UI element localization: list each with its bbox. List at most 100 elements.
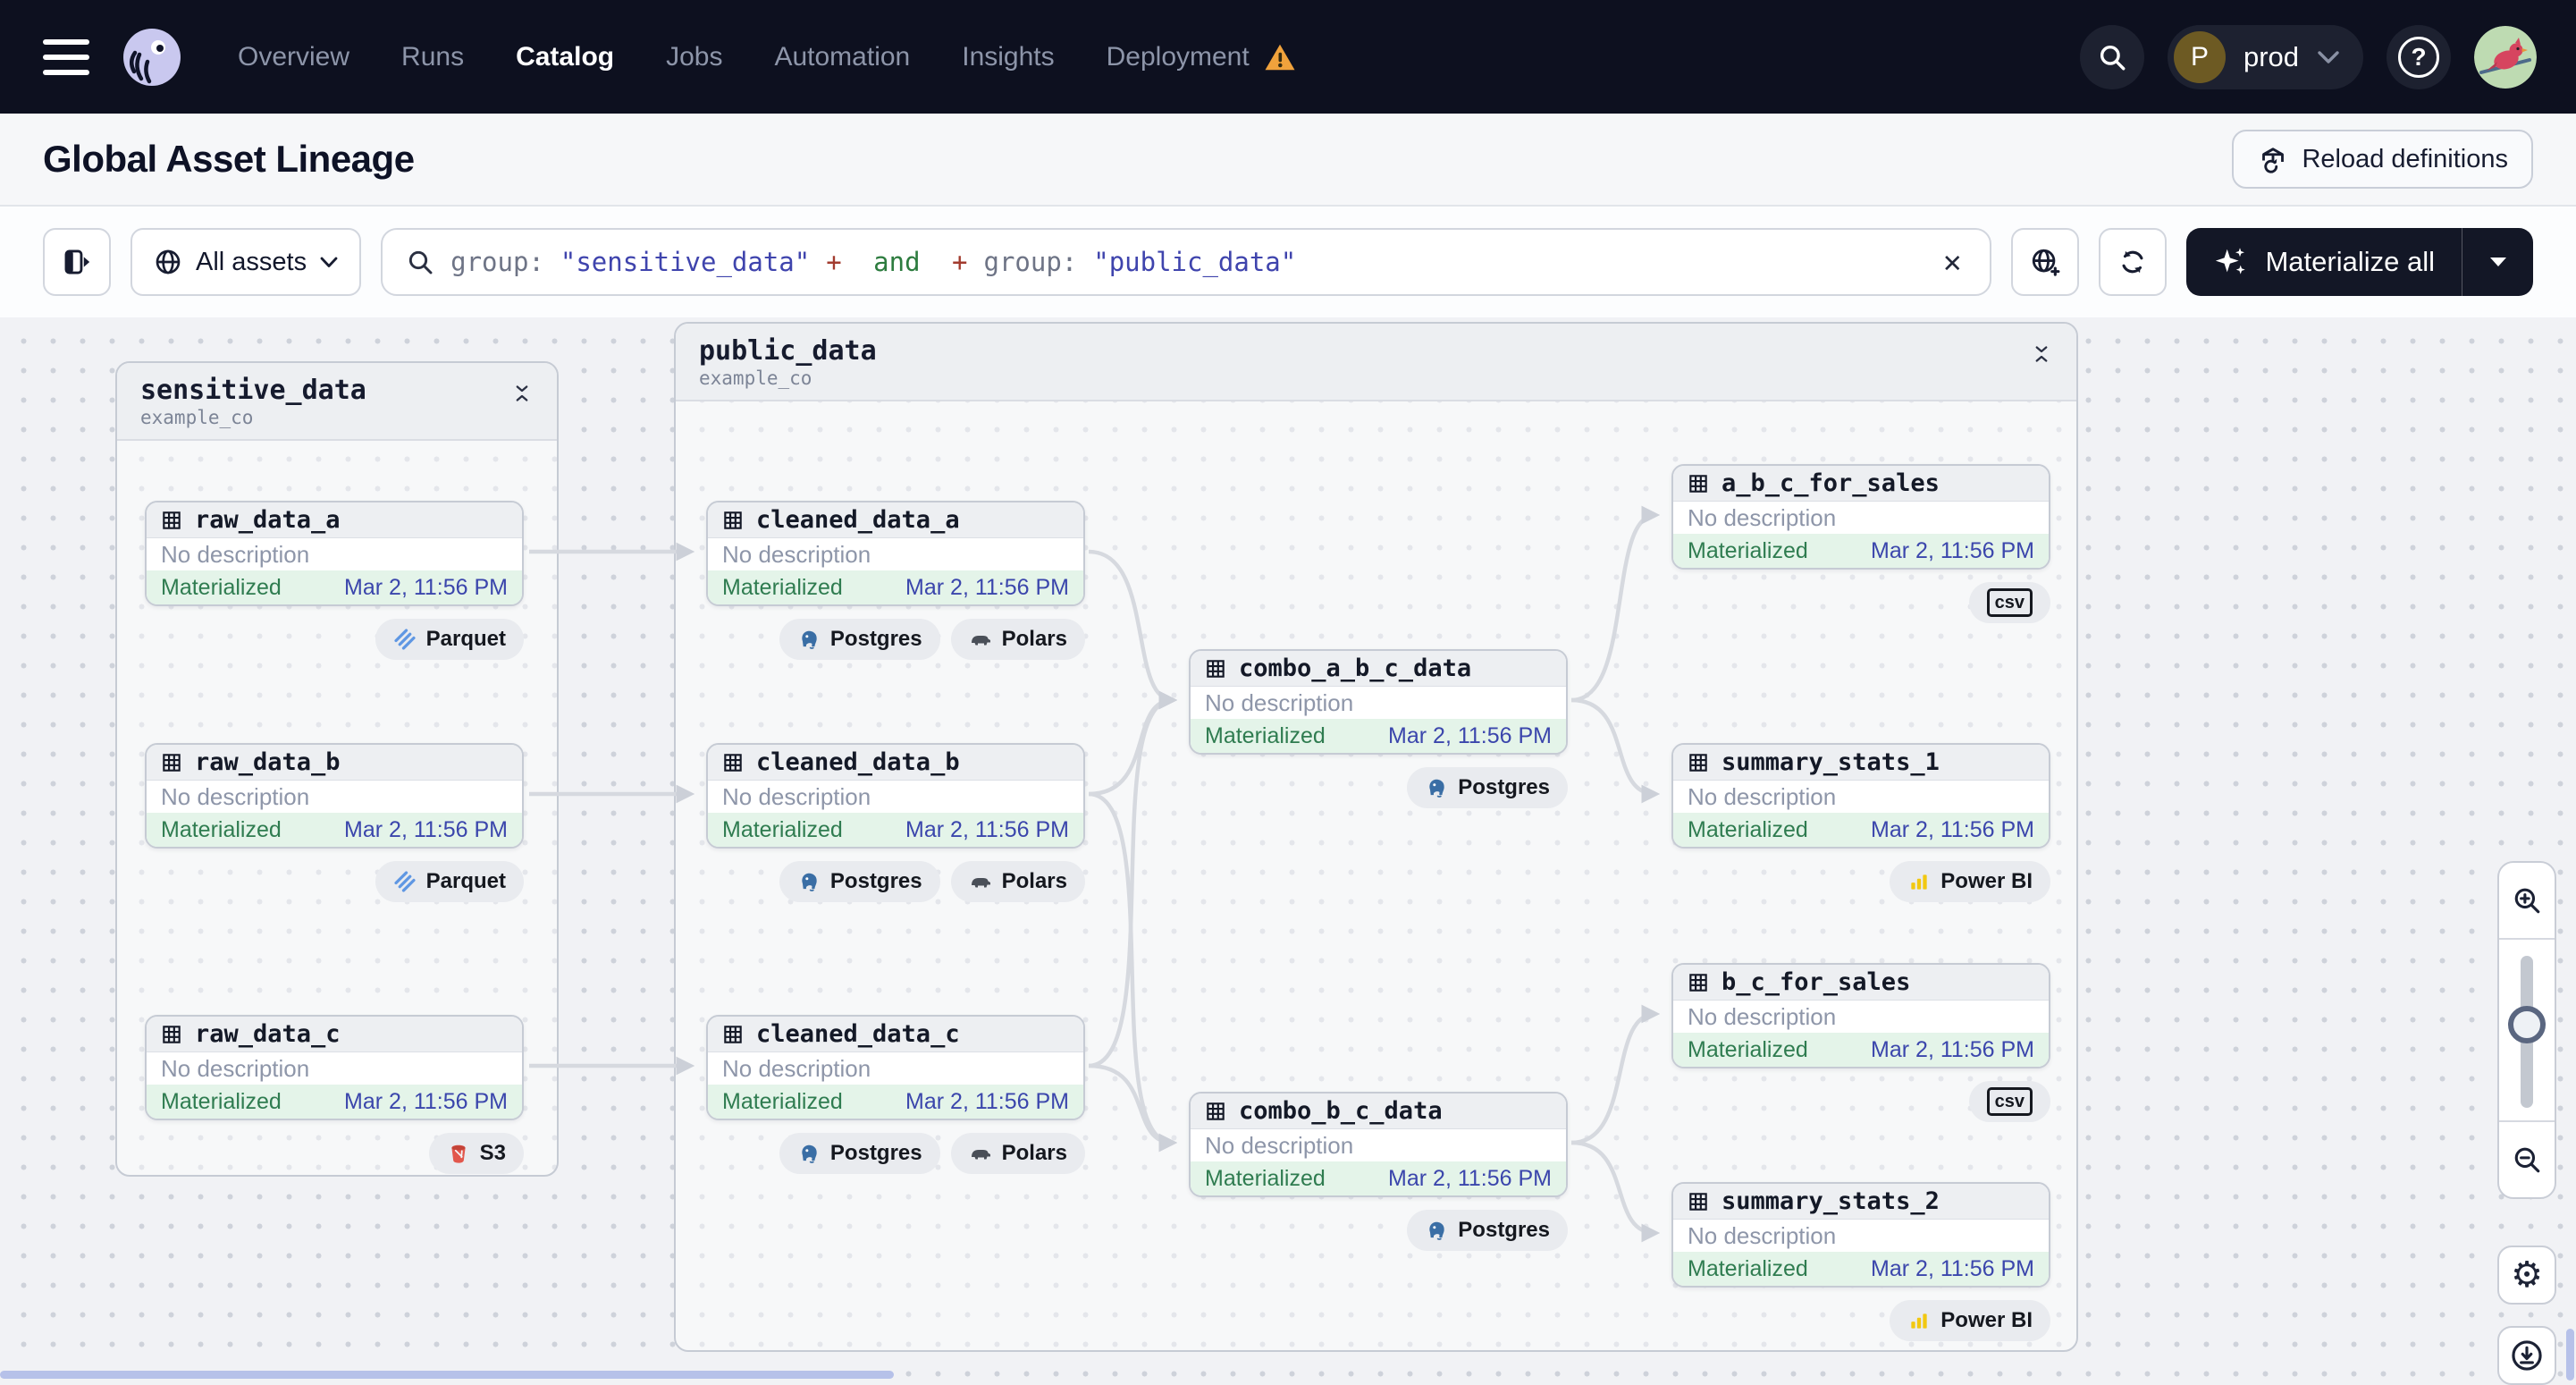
globe-plus-icon xyxy=(2033,249,2060,276)
zoom-in-button[interactable] xyxy=(2499,863,2555,938)
materialization-timestamp[interactable]: Mar 2, 11:56 PM xyxy=(1388,1165,1552,1191)
nav-item-overview[interactable]: Overview xyxy=(238,41,350,72)
kind-tag-s3: S3 xyxy=(428,1133,524,1174)
kind-tag-csv: csv xyxy=(1968,1081,2050,1122)
postgres-icon xyxy=(802,873,817,891)
asset-description: No description xyxy=(708,538,1083,570)
chevron-down-icon xyxy=(2318,50,2339,63)
status-badge: Materialized xyxy=(1688,1036,1808,1062)
zoom-in-icon xyxy=(2514,888,2540,914)
zoom-slider[interactable] xyxy=(2499,938,2555,1122)
asset-node-cleaned-data-c[interactable]: cleaned_data_c No description Materializ… xyxy=(706,1015,1085,1120)
postgres-icon xyxy=(1429,1221,1445,1240)
horizontal-scrollbar[interactable] xyxy=(0,1371,894,1379)
materialize-options-button[interactable] xyxy=(2462,228,2533,296)
materialize-all-button[interactable]: Materialize all xyxy=(2186,228,2533,296)
dagster-logo-icon[interactable] xyxy=(122,27,182,88)
environment-switcher[interactable]: P prod xyxy=(2167,24,2363,89)
status-badge: Materialized xyxy=(722,1088,843,1114)
query-segment: group: xyxy=(450,247,544,277)
collapse-group-icon[interactable] xyxy=(2030,336,2053,365)
asset-scope-dropdown[interactable]: All assets xyxy=(130,228,362,296)
nav-item-automation[interactable]: Automation xyxy=(774,41,911,72)
search-icon[interactable] xyxy=(2079,24,2144,89)
materialization-timestamp[interactable]: Mar 2, 11:56 PM xyxy=(344,816,508,842)
asset-kind-tags: Parquet xyxy=(145,861,524,902)
asset-node-combo-b-c-data[interactable]: combo_b_c_data No description Materializ… xyxy=(1189,1092,1568,1197)
hamburger-menu-icon[interactable] xyxy=(43,38,89,75)
materialization-timestamp[interactable]: Mar 2, 11:56 PM xyxy=(1388,722,1552,748)
zoom-slider-thumb[interactable] xyxy=(2508,1006,2546,1043)
nav-item-runs[interactable]: Runs xyxy=(401,41,465,72)
materialization-timestamp[interactable]: Mar 2, 11:56 PM xyxy=(905,816,1069,842)
asset-name: raw_data_c xyxy=(195,1020,341,1048)
query-segment: and xyxy=(857,247,937,277)
lineage-canvas[interactable]: sensitive_data example_co public_data ex… xyxy=(0,317,2576,1385)
asset-description: No description xyxy=(1191,687,1566,719)
nav-item-insights[interactable]: Insights xyxy=(962,41,1055,72)
asset-node-cleaned-data-a[interactable]: cleaned_data_a No description Materializ… xyxy=(706,501,1085,606)
materialization-timestamp[interactable]: Mar 2, 11:56 PM xyxy=(1871,816,2034,842)
nav-item-catalog[interactable]: Catalog xyxy=(516,41,615,72)
materialization-timestamp[interactable]: Mar 2, 11:56 PM xyxy=(344,574,508,600)
materialization-timestamp[interactable]: Mar 2, 11:56 PM xyxy=(905,574,1069,600)
kind-tag-csv: csv xyxy=(1968,582,2050,623)
table-icon xyxy=(724,511,742,529)
query-segment: group: xyxy=(983,247,1078,277)
materialization-timestamp[interactable]: Mar 2, 11:56 PM xyxy=(344,1088,508,1114)
asset-description: No description xyxy=(147,1052,522,1085)
asset-kind-tags: Postgres Polars xyxy=(706,1133,1085,1174)
asset-node-combo-a-b-c-data[interactable]: combo_a_b_c_data No description Material… xyxy=(1189,649,1568,755)
asset-kind-tags: csv xyxy=(1671,1081,2050,1122)
help-icon[interactable]: ? xyxy=(2387,24,2451,89)
asset-description: No description xyxy=(147,781,522,813)
table-icon xyxy=(163,753,181,772)
asset-name: cleaned_data_c xyxy=(756,1020,960,1048)
download-graph-button[interactable] xyxy=(2497,1326,2556,1385)
view-full-graph-button[interactable] xyxy=(2011,228,2080,296)
materialization-timestamp[interactable]: Mar 2, 11:56 PM xyxy=(905,1088,1069,1114)
query-segment: + xyxy=(952,247,968,277)
clear-query-icon[interactable]: ✕ xyxy=(1943,244,1962,280)
refresh-icon xyxy=(2123,250,2143,274)
materialization-timestamp[interactable]: Mar 2, 11:56 PM xyxy=(1871,1036,2034,1062)
refresh-button[interactable] xyxy=(2099,228,2168,296)
table-icon xyxy=(163,1025,181,1043)
materialization-timestamp[interactable]: Mar 2, 11:56 PM xyxy=(1871,537,2034,563)
asset-node-summary-stats-2[interactable]: summary_stats_2 No description Materiali… xyxy=(1671,1182,2050,1288)
kind-tag-polars: Polars xyxy=(950,1133,1085,1174)
globe-icon xyxy=(156,249,181,274)
vertical-scrollbar[interactable] xyxy=(2566,1329,2574,1381)
table-icon xyxy=(163,511,181,529)
asset-node-cleaned-data-b[interactable]: cleaned_data_b No description Materializ… xyxy=(706,743,1085,849)
asset-name: combo_b_c_data xyxy=(1239,1097,1443,1125)
open-panel-button[interactable] xyxy=(43,228,111,296)
user-avatar[interactable] xyxy=(2474,25,2537,89)
asset-node-a-b-c-for-sales[interactable]: a_b_c_for_sales No description Materiali… xyxy=(1671,464,2050,570)
table-icon xyxy=(724,753,742,772)
asset-description: No description xyxy=(708,1052,1083,1085)
collapse-group-icon[interactable] xyxy=(510,376,534,404)
powerbi-icon xyxy=(1911,1313,1927,1329)
asset-name: raw_data_b xyxy=(195,748,341,776)
asset-node-summary-stats-1[interactable]: summary_stats_1 No description Materiali… xyxy=(1671,743,2050,849)
asset-node-b-c-for-sales[interactable]: b_c_for_sales No description Materialize… xyxy=(1671,963,2050,1068)
kind-tag-postgres: Postgres xyxy=(779,861,940,902)
lineage-query-input[interactable]: group:"sensitive_data"+ and +group:"publ… xyxy=(381,228,1992,296)
materialization-timestamp[interactable]: Mar 2, 11:56 PM xyxy=(1871,1255,2034,1281)
nav-item-deployment[interactable]: Deployment xyxy=(1106,41,1250,72)
reload-definitions-button[interactable]: Reload definitions xyxy=(2232,130,2533,189)
graph-settings-button[interactable]: ⚙ xyxy=(2497,1246,2556,1305)
nav-item-jobs[interactable]: Jobs xyxy=(666,41,723,72)
zoom-out-button[interactable] xyxy=(2499,1122,2555,1197)
asset-description: No description xyxy=(1191,1129,1566,1161)
asset-name: summary_stats_1 xyxy=(1722,748,1940,776)
materialize-all-main[interactable]: Materialize all xyxy=(2186,228,2462,296)
sparkles-icon xyxy=(2216,248,2246,274)
parquet-icon xyxy=(394,871,416,892)
warning-icon xyxy=(1265,44,1295,70)
table-icon xyxy=(1689,753,1707,772)
